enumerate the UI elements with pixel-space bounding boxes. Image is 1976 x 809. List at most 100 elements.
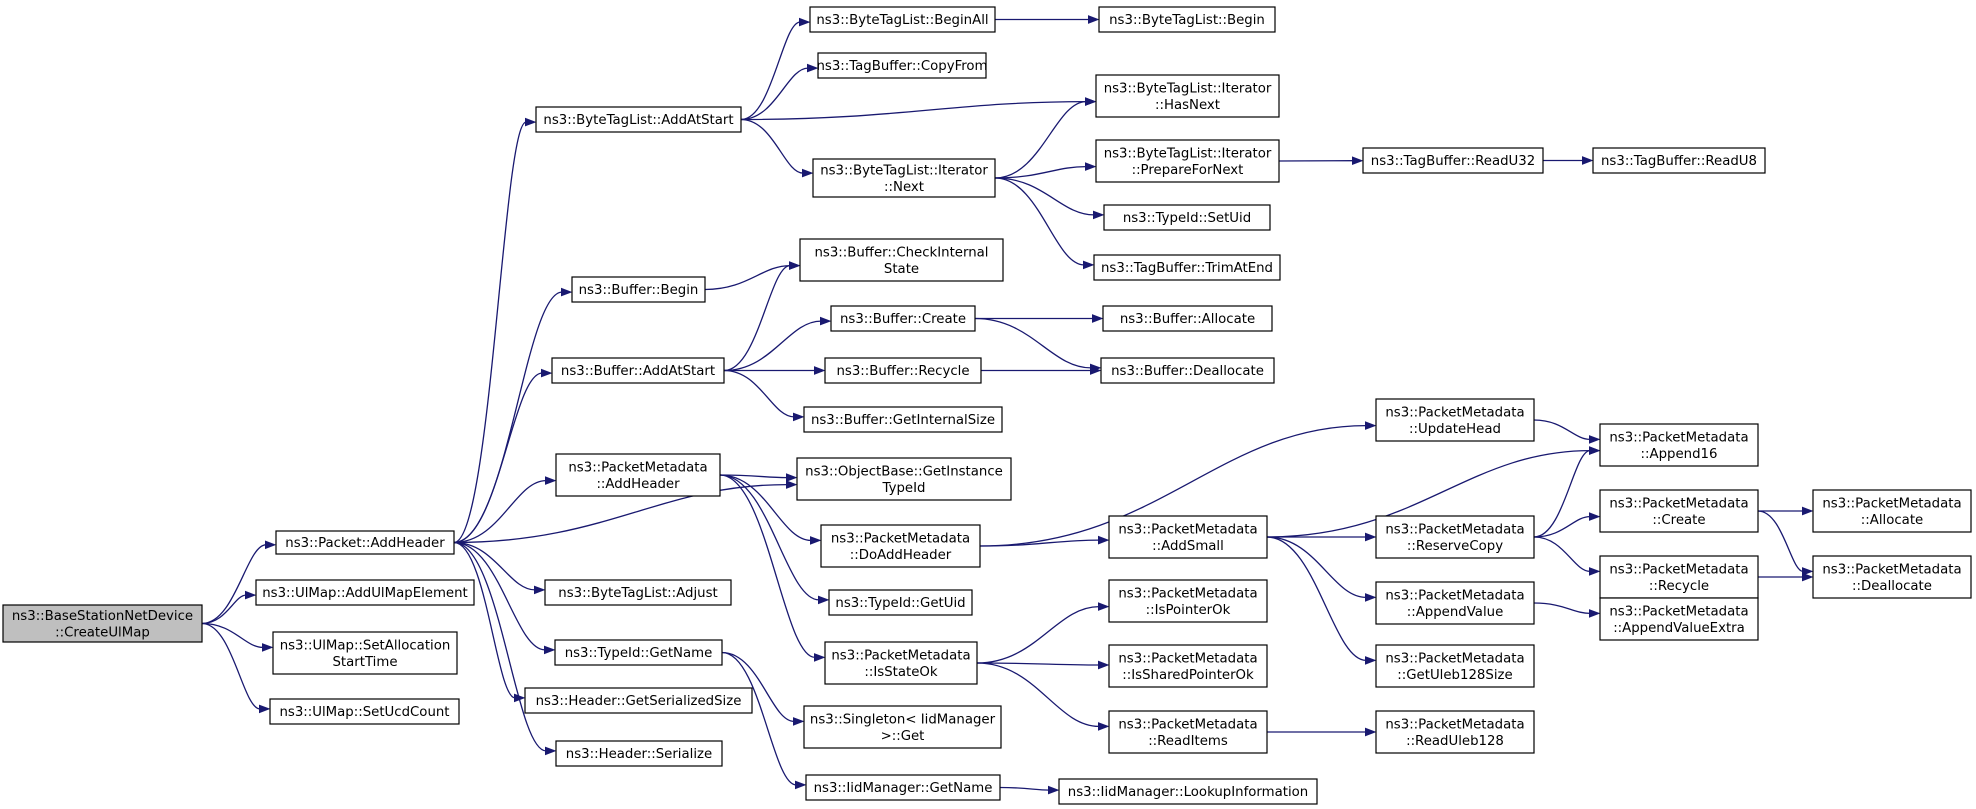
node-box [805,774,1001,801]
node-ns3-packetmetadata-getuleb128size[interactable]: ns3::PacketMetadata::GetUleb128Size [1375,644,1535,688]
edge-arrowhead [1802,506,1814,516]
node-ns3-packetmetadata-reservecopy[interactable]: ns3::PacketMetadata::ReserveCopy [1375,515,1535,559]
node-ns3-bytetaglist-addatstart[interactable]: ns3::ByteTagList::AddAtStart [535,106,742,133]
node-ns3-packetmetadata-appendvalueextra[interactable]: ns3::PacketMetadata::AppendValueExtra [1599,597,1759,641]
node-ns3-bytetaglist-begin[interactable]: ns3::ByteTagList::Begin [1098,6,1276,33]
node-label: ns3::IidManager::GetName [814,781,993,796]
node-ns3-tagbuffer-readu8[interactable]: ns3::TagBuffer::ReadU8 [1592,147,1766,174]
edge-n1-n10 [453,541,546,651]
node-ns3-tagbuffer-trimatend[interactable]: ns3::TagBuffer::TrimAtEnd [1093,254,1281,281]
edge-arrowhead [1582,156,1594,165]
node-ns3-basestationnetdevice-createulmap[interactable]: ns3::BaseStationNetDevice::CreateUlMap [2,604,203,643]
node-box [1375,581,1535,625]
node-box [803,406,1003,433]
node-ns3-packetmetadata-deallocate[interactable]: ns3::PacketMetadata::Deallocate [1812,555,1972,599]
node-ns3-packetmetadata-isstateok[interactable]: ns3::PacketMetadata::IsStateOk [824,641,978,685]
edge-arrowhead [1589,512,1601,521]
node-label: ns3::Singleton< IidManager [810,712,996,727]
node-label: ::ReadItems [1148,734,1228,749]
node-ns3-packetmetadata-appendvalue[interactable]: ns3::PacketMetadata::AppendValue [1375,581,1535,625]
node-ns3-bytetaglist-iterator-next[interactable]: ns3::ByteTagList::Iterator::Next [812,158,996,198]
node-label: ns3::PacketMetadata [1385,522,1524,537]
node-ns3-singleton-iidmanager-get[interactable]: ns3::Singleton< IidManager>::Get [803,705,1002,749]
node-ns3-packetmetadata-recycle[interactable]: ns3::PacketMetadata::Recycle [1599,555,1759,599]
node-ns3-packetmetadata-readuleb128[interactable]: ns3::PacketMetadata::ReadUleb128 [1375,710,1535,754]
edge-n1-n12 [453,541,547,752]
node-ns3-typeid-setuid[interactable]: ns3::TypeId::SetUid [1103,204,1271,231]
edges-layer [201,15,1814,795]
node-ns3-buffer-create[interactable]: ns3::Buffer::Create [830,305,976,332]
node-label: ::Recycle [1649,579,1709,594]
node-ns3-tagbuffer-copyfrom[interactable]: ns3::TagBuffer::CopyFrom [816,52,988,79]
node-label: ::HasNext [1155,98,1220,113]
node-box [812,158,996,198]
edge-n15-n29 [994,177,1095,216]
node-ns3-iidmanager-getname[interactable]: ns3::IidManager::GetName [805,774,1001,801]
node-ns3-header-serialize[interactable]: ns3::Header::Serialize [555,740,723,767]
node-ns3-bytetaglist-iterator-hasnext[interactable]: ns3::ByteTagList::Iterator::HasNext [1095,74,1280,118]
node-ns3-packetmetadata-issharedpointerok[interactable]: ns3::PacketMetadata::IsSharedPointerOk [1108,644,1268,688]
node-ns3-packetmetadata-doaddheader[interactable]: ns3::PacketMetadata::DoAddHeader [820,524,981,568]
edge-n8-n21 [719,474,812,542]
edge-arrowhead [525,117,537,127]
edge-arrowhead [814,366,826,375]
node-ns3-typeid-getname[interactable]: ns3::TypeId::GetName [554,639,723,666]
node-ns3-packetmetadata-readitems[interactable]: ns3::PacketMetadata::ReadItems [1108,710,1268,754]
node-ns3-buffer-deallocate[interactable]: ns3::Buffer::Deallocate [1100,357,1275,384]
node-ns3-ulmap-addulmapelement[interactable]: ns3::UlMap::AddUlMapElement [255,579,475,606]
edge-n15-n28 [994,165,1087,179]
edge-arrowhead [1098,722,1110,731]
node-ns3-tagbuffer-readu32[interactable]: ns3::TagBuffer::ReadU32 [1362,147,1544,174]
node-ns3-packetmetadata-updatehead[interactable]: ns3::PacketMetadata::UpdateHead [1375,398,1535,442]
node-box [1108,710,1268,754]
edge-arrowhead [1098,535,1110,545]
node-ns3-typeid-getuid[interactable]: ns3::TypeId::GetUid [828,589,973,616]
node-ns3-iidmanager-lookupinformation[interactable]: ns3::IidManager::LookupInformation [1058,778,1318,805]
node-ns3-buffer-allocate[interactable]: ns3::Buffer::Allocate [1102,305,1273,332]
node-ns3-buffer-addatstart[interactable]: ns3::Buffer::AddAtStart [551,357,725,384]
edge-n1-n8 [453,479,547,544]
node-label: ns3::PacketMetadata [1822,496,1961,511]
node-ns3-ulmap-setucdcount[interactable]: ns3::UlMap::SetUcdCount [269,698,460,725]
node-label: ns3::ByteTagList::Iterator [1104,146,1272,161]
node-ns3-buffer-recycle[interactable]: ns3::Buffer::Recycle [824,357,982,384]
edge-n40-n45 [1533,449,1591,538]
edge-n23-n35 [976,662,1100,666]
node-ns3-packetmetadata-allocate[interactable]: ns3::PacketMetadata::Allocate [1812,489,1972,533]
edge-n10-n24 [721,651,795,723]
node-ns3-bytetaglist-beginall[interactable]: ns3::ByteTagList::BeginAll [809,6,996,33]
node-box [1599,555,1759,599]
node-ns3-bytetaglist-adjust[interactable]: ns3::ByteTagList::Adjust [544,579,732,606]
node-ns3-packetmetadata-addheader[interactable]: ns3::PacketMetadata::AddHeader [555,453,721,497]
node-ns3-buffer-getinternalsize[interactable]: ns3::Buffer::GetInternalSize [803,406,1003,433]
edge-n25-n37 [999,786,1050,791]
edge-n1-n6 [453,291,563,544]
node-ns3-buffer-begin[interactable]: ns3::Buffer::Begin [571,276,706,303]
node-label: ns3::Buffer::Begin [579,283,699,298]
node-ns3-bytetaglist-iterator-preparefornext[interactable]: ns3::ByteTagList::Iterator::PrepareForNe… [1095,139,1280,183]
node-label: ns3::PacketMetadata [1385,717,1524,732]
node-ns3-packetmetadata-append16[interactable]: ns3::PacketMetadata::Append16 [1599,423,1759,467]
edge-arrowhead [1085,97,1097,106]
node-box [1599,423,1759,467]
node-ns3-header-getserializedsize[interactable]: ns3::Header::GetSerializedSize [524,687,753,714]
node-ns3-packetmetadata-ispointerok[interactable]: ns3::PacketMetadata::IsPointerOk [1108,579,1268,623]
node-label: ns3::ByteTagList::Iterator [820,163,988,178]
node-ns3-packetmetadata-addsmall[interactable]: ns3::PacketMetadata::AddSmall [1108,515,1268,559]
edge-arrowhead [262,643,274,652]
edge-n21-n39 [979,424,1367,547]
node-box [1375,644,1535,688]
node-box [1812,489,1972,533]
node-label: ns3::Buffer::Create [840,312,966,327]
node-ns3-packet-addheader[interactable]: ns3::Packet::AddHeader [275,530,455,555]
edge-n0-n1 [201,544,267,625]
edge-n8-n20 [719,474,788,479]
node-ns3-packetmetadata-create[interactable]: ns3::PacketMetadata::Create [1599,489,1759,533]
node-label: ns3::Buffer::GetInternalSize [811,413,995,428]
node-label: ::IsPointerOk [1146,603,1231,618]
edge-n1-n5 [453,121,527,544]
